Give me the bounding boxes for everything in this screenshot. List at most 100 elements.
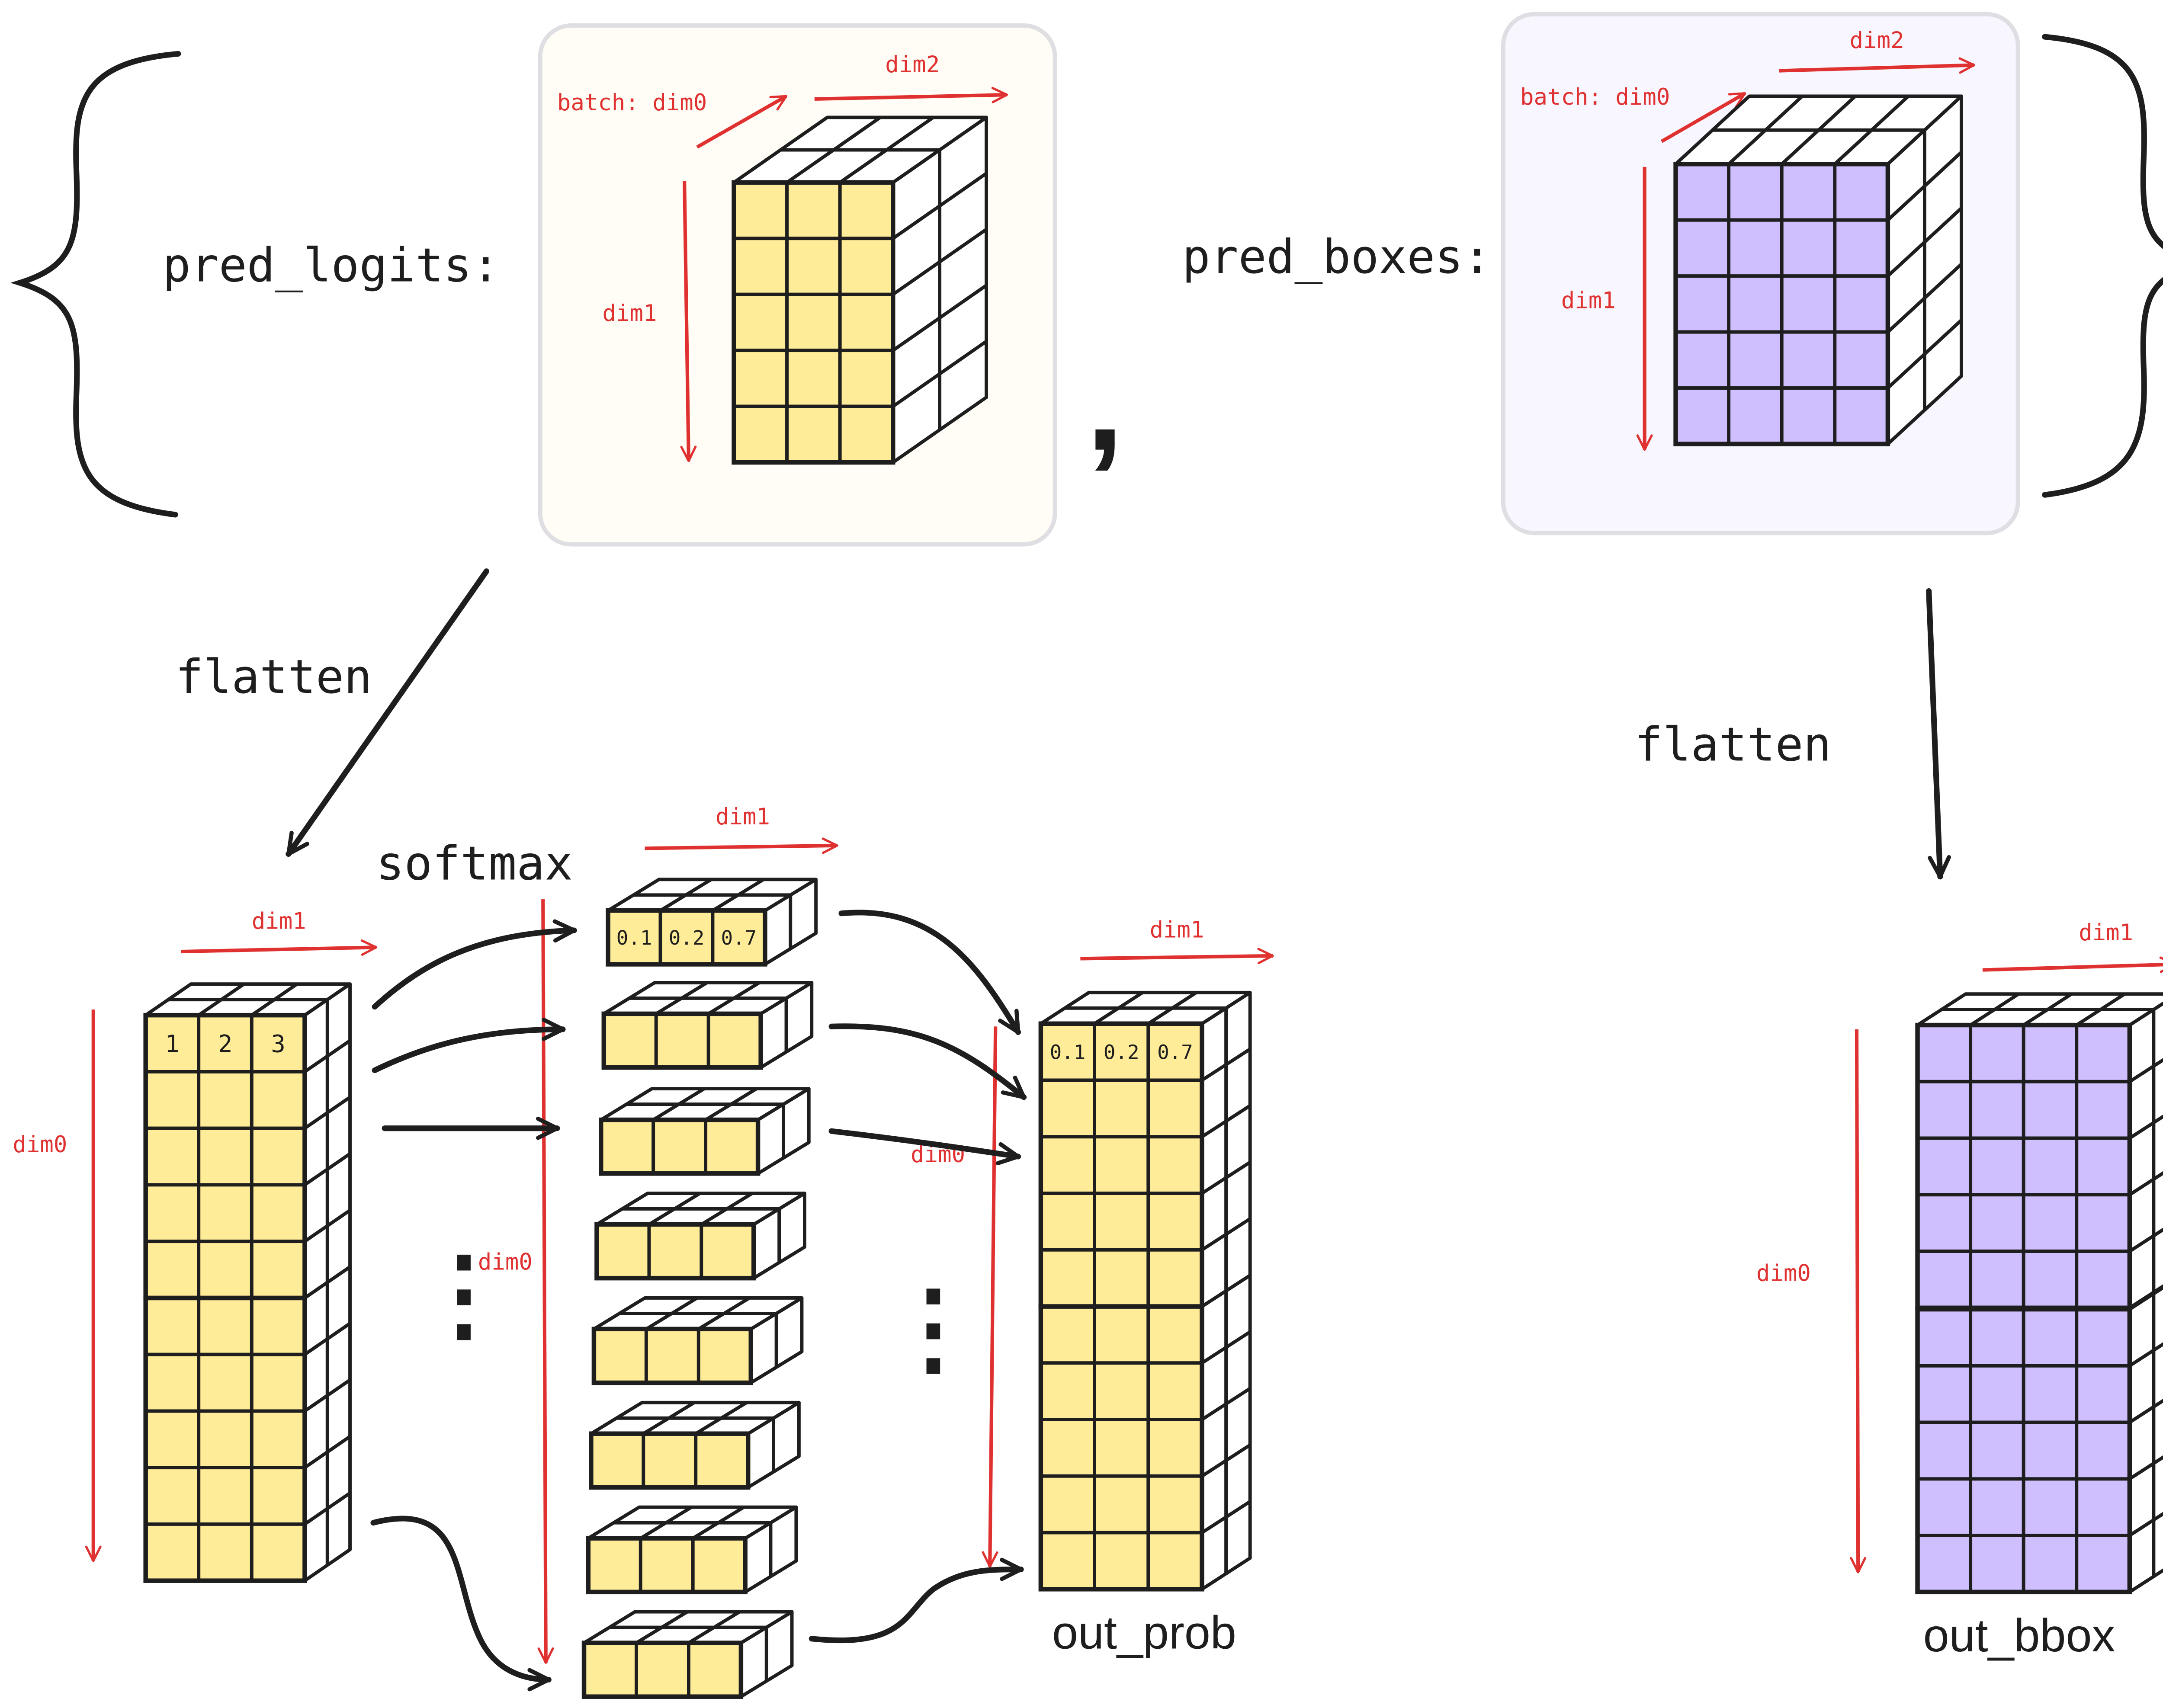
pred-boxes-cell	[1727, 162, 1784, 222]
out-bbox-lower-cell	[1916, 1420, 1973, 1481]
logits-dim2-axis-label: dim2	[885, 51, 940, 78]
flat-logits-upper-cell	[250, 1240, 307, 1300]
softmax-row-1-value-label: 0.7	[721, 926, 757, 949]
out-prob-upper-outline	[1038, 1021, 1204, 1309]
comma-separator: ,	[1086, 327, 1123, 479]
pred-logits-cell	[785, 180, 842, 240]
flat-logits-lower-cell	[144, 1352, 201, 1413]
pred-boxes-cell	[1674, 274, 1731, 334]
flat-logits-lower-cell	[197, 1522, 254, 1583]
pred-boxes-side-row-line	[1887, 151, 1963, 221]
pred-boxes-cell	[1727, 330, 1784, 390]
out-bbox-upper-cell	[1916, 1080, 1973, 1140]
out-bbox-dim0-label: dim0	[1756, 1260, 1811, 1287]
out-prob-lower-cell	[1093, 1361, 1150, 1421]
pred-logits-cell	[785, 292, 842, 352]
flat-logits-lower-cell	[250, 1409, 307, 1470]
logits-dim2-axis-arrow	[814, 87, 1008, 103]
pred-logits-cell	[732, 349, 789, 408]
flat-logits-upper-cell	[250, 1070, 307, 1130]
pred-boxes-label: pred_boxes:	[1182, 230, 1491, 284]
flow-arrow-row2	[372, 1017, 566, 1074]
flat-logits-upper-cell	[197, 1183, 254, 1243]
out-prob-lower-cell	[1146, 1531, 1204, 1591]
flat-logits-upper-cell	[144, 1126, 201, 1187]
softmax-rows-dim0-arrow	[537, 899, 554, 1664]
out-bbox-upper-side-row-line	[2128, 1058, 2163, 1083]
flat-logits-upper-cell	[144, 1240, 201, 1300]
pred-boxes-cell	[1780, 274, 1837, 334]
flat-logits-dim1-label: dim1	[252, 908, 306, 935]
flat-logits-dim0-label: dim0	[13, 1131, 67, 1158]
out-bbox-lower-cell	[2022, 1364, 2079, 1424]
softmax-row-4-cell	[700, 1223, 756, 1280]
pred-logits-cell	[838, 180, 895, 240]
pred-logits-cell	[838, 349, 895, 408]
out-prob-upper-cell	[1039, 1248, 1097, 1308]
pred-boxes-cell	[1674, 218, 1731, 278]
flow-arrow-row1	[372, 919, 577, 1010]
flat-logits-upper-side-row-line	[304, 1096, 351, 1130]
out-bbox-lower-cell	[2022, 1307, 2079, 1368]
softmax-row-8-cell	[635, 1641, 690, 1698]
out-bbox-upper-cell	[2075, 1250, 2131, 1310]
out-bbox-lower-side-row-line	[2128, 1455, 2163, 1480]
softmax-row-8-outline	[581, 1641, 744, 1699]
out-bbox-dim0-arrow	[1850, 1029, 1867, 1573]
out-prob-upper-cell	[1146, 1078, 1204, 1139]
out-prob-lower-cell	[1093, 1531, 1150, 1591]
flat-logits-upper-side-row-line	[304, 1039, 351, 1074]
flat-logits-lower-side-row-line	[304, 1322, 351, 1356]
pred-boxes-cell	[1833, 162, 1890, 222]
out-prob-upper-cell	[1146, 1248, 1204, 1308]
softmax-row-2-cell	[706, 1012, 763, 1070]
ellipsis-right: ⋮	[883, 1271, 984, 1384]
pred-boxes-cell	[1780, 218, 1837, 278]
out-bbox-upper-outline	[1915, 1022, 2132, 1311]
out-bbox-upper-side-row-line	[2128, 1114, 2163, 1140]
flat-logits-upper-cell	[144, 1070, 201, 1130]
out-bbox-upper-cell	[1916, 1023, 1973, 1083]
logits-dim1-axis-label: dim1	[603, 300, 657, 327]
boxes-dim1-axis-label: dim1	[1561, 288, 1616, 314]
out-bbox-upper-cell	[2075, 1023, 2131, 1083]
ellipsis-left: ⋮	[413, 1237, 515, 1351]
flat-logits-lower-side-row-line	[304, 1491, 351, 1526]
out-prob-upper-side-row-line	[1201, 1104, 1251, 1138]
flat-logits-lower-cell	[197, 1352, 254, 1413]
pred-logits-label: pred_logits:	[163, 239, 500, 293]
softmax-label: softmax	[376, 836, 573, 891]
pred-boxes-side-row-line	[1887, 319, 1963, 389]
flat-logits-upper-cell	[197, 1240, 254, 1300]
flat-logits-lower-cell	[250, 1466, 307, 1526]
out-prob-lower-cell	[1039, 1418, 1097, 1478]
out-bbox-lower-cell	[2075, 1420, 2131, 1481]
pred-boxes-cell	[1833, 274, 1890, 334]
softmax-row-3-cell	[599, 1118, 655, 1176]
flat-logits-upper-side-row-line	[304, 1209, 351, 1243]
out-prob-dim1-arrow	[1080, 948, 1274, 965]
out-prob-upper-value-label: 0.1	[1050, 1041, 1086, 1064]
pred-logits-side-row-line	[892, 284, 988, 352]
out-prob-lower-side-row-line	[1201, 1500, 1251, 1534]
pred-logits-cell	[732, 180, 789, 240]
softmax-row-1-value-label: 0.2	[669, 926, 705, 949]
out-prob-lower-side-row-line	[1201, 1387, 1251, 1421]
out-prob-lower-cell	[1039, 1304, 1097, 1365]
pred-logits-side-row-line	[892, 228, 988, 296]
out-bbox-upper-cell	[2022, 1080, 2079, 1140]
merge-arrow-row2	[828, 1023, 1027, 1100]
pred-boxes-cell	[1727, 386, 1784, 446]
out-prob-lower-cell	[1146, 1361, 1204, 1421]
out-bbox-upper-cell	[2022, 1023, 2079, 1083]
pred-boxes-cell	[1727, 274, 1784, 334]
out-bbox-lower-cell	[1969, 1420, 2025, 1481]
out-prob-upper-cell	[1039, 1135, 1097, 1195]
pred-boxes-cell	[1780, 386, 1837, 446]
out-bbox-upper-side-row-line	[2128, 1227, 2163, 1253]
logits-batch-axis-label: batch: dim0	[557, 90, 707, 116]
out-bbox-tensor	[1915, 992, 2163, 1595]
out-prob-upper-side-row-line	[1201, 1048, 1251, 1082]
